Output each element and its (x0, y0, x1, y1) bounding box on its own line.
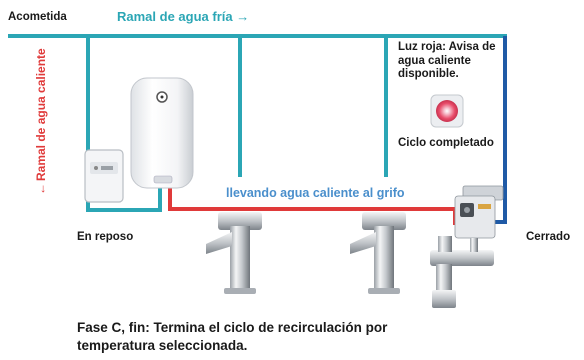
red-indicator-light (430, 94, 464, 128)
cycle-completed-label: Ciclo completado (398, 137, 494, 149)
faucet-1 (206, 212, 262, 294)
carrying-hot-water-label: llevando agua caliente al grifo (226, 186, 405, 200)
water-heater (130, 77, 194, 189)
recirculation-pump (84, 149, 124, 203)
arrow-right-icon: → (236, 9, 250, 24)
closed-label: Cerrado (526, 231, 571, 243)
cold-branch-text: Ramal de agua fría (117, 9, 233, 24)
faucet-2 (350, 212, 406, 294)
hot-branch-label: ← Ramal de agua caliente (34, 48, 48, 195)
return-pipe (493, 36, 507, 224)
wall-mixer (430, 236, 494, 308)
cold-branch-pump-link (86, 186, 162, 212)
phase-caption: Fase C, fin: Termina el ciclo de recircu… (77, 320, 388, 353)
arrow-left-icon: ← (34, 183, 48, 195)
control-valve-unit (454, 185, 504, 239)
hot-branch-text: Ramal de agua caliente (34, 48, 48, 181)
idle-label: En reposo (77, 231, 134, 243)
acometida-label: Acometida (8, 11, 67, 23)
red-light-label: Luz roja: Avisa de agua caliente disponi… (398, 41, 496, 80)
cold-branch-label: Ramal de agua fría → (117, 9, 249, 24)
